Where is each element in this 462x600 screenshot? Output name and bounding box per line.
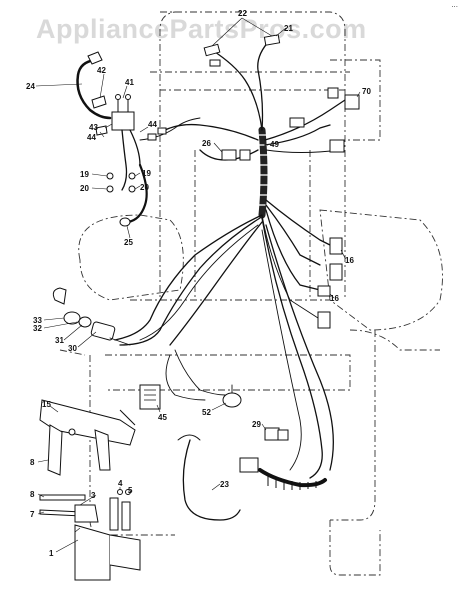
callout-32: 32 <box>33 324 42 333</box>
main-harness <box>114 39 346 521</box>
callout-70: 70 <box>362 87 371 96</box>
connector-26 <box>221 149 251 161</box>
top-connectors <box>203 34 281 67</box>
callout-31: 31 <box>55 336 64 345</box>
headlight-connectors <box>289 87 360 153</box>
callout-8-lower: 8 <box>30 490 35 499</box>
pto-bracket <box>39 399 136 476</box>
battery-cable-assembly <box>76 51 201 227</box>
callout-15: 15 <box>42 400 51 409</box>
callout-33: 33 <box>33 316 42 325</box>
lower-linkage <box>39 489 141 581</box>
callout-1: 1 <box>49 549 54 558</box>
switch-52 <box>222 384 242 408</box>
module-45 <box>139 384 161 410</box>
callout-49: 49 <box>270 140 279 149</box>
ignition-switch <box>52 287 131 346</box>
callout-19-right: 19 <box>142 169 151 178</box>
callout-7: 7 <box>30 510 35 519</box>
callout-45: 45 <box>158 413 167 422</box>
callout-52: 52 <box>202 408 211 417</box>
corner-mark: ... <box>451 0 458 9</box>
connector-29 <box>239 427 289 473</box>
callout-30: 30 <box>68 344 77 353</box>
callout-25: 25 <box>124 238 133 247</box>
callout-20-right: 20 <box>140 183 149 192</box>
callout-8-upper: 8 <box>30 458 35 467</box>
callout-43: 43 <box>89 123 98 132</box>
callout-26: 26 <box>202 139 211 148</box>
callout-22: 22 <box>238 9 247 18</box>
callout-23: 23 <box>220 480 229 489</box>
callout-41: 41 <box>125 78 134 87</box>
callout-5: 5 <box>128 486 133 495</box>
callout-21: 21 <box>284 24 293 33</box>
callout-3: 3 <box>91 491 96 500</box>
callout-20-left: 20 <box>80 184 89 193</box>
switches-16 <box>317 237 343 329</box>
leader-lines <box>35 17 361 553</box>
callout-42: 42 <box>97 66 106 75</box>
callout-19-left: 19 <box>80 170 89 179</box>
callout-16-upper: 16 <box>345 256 354 265</box>
callout-24: 24 <box>26 82 35 91</box>
callout-29: 29 <box>252 420 261 429</box>
watermark-text: AppliancePartsPros.com <box>36 14 367 44</box>
callout-44-left: 44 <box>87 133 96 142</box>
callout-16-lower: 16 <box>330 294 339 303</box>
callout-labels: 22 21 24 42 41 43 44 44 19 19 20 20 25 2… <box>26 9 371 558</box>
callout-4: 4 <box>118 479 123 488</box>
callout-44-right: 44 <box>148 120 157 129</box>
